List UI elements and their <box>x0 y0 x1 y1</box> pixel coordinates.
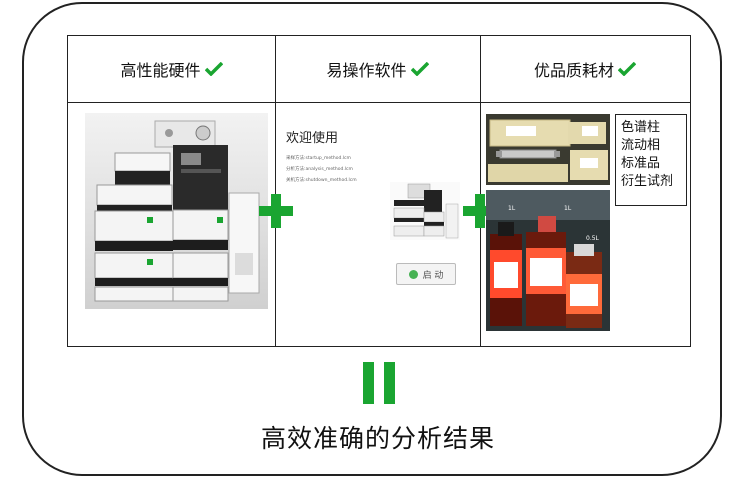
bottle-label: 1L <box>564 205 572 212</box>
method-line: 采样方法:startup_method.lcm <box>286 156 351 161</box>
check-icon <box>618 62 636 76</box>
header-consumables: 优品质耗材 <box>480 36 690 102</box>
header-software-label: 易操作软件 <box>326 61 407 80</box>
check-icon <box>204 62 223 76</box>
consumable-item: 色谱柱 <box>621 120 661 135</box>
result-caption: 高效准确的分析结果 <box>260 424 495 453</box>
hplc-instrument-image <box>85 113 268 309</box>
plus-icon <box>259 194 293 228</box>
equals-icon <box>363 362 395 404</box>
header-divider <box>68 102 690 103</box>
software-welcome-title: 欢迎使用 <box>286 131 339 146</box>
reagent-bottles-photo: 1L 1L 0.5L <box>486 190 610 331</box>
software-instrument-thumbnail <box>390 182 460 240</box>
plus-icon <box>463 194 497 228</box>
rounded-frame <box>22 2 722 476</box>
header-software: 易操作软件 <box>275 36 480 102</box>
column-divider <box>275 36 276 346</box>
play-icon <box>408 269 418 279</box>
start-button-label: 启 动 <box>422 270 444 281</box>
consumable-item: 衍生试剂 <box>621 174 674 189</box>
bottle-label: 0.5L <box>586 235 600 242</box>
comparison-table: 高性能硬件 易操作软件 优品质耗材 <box>67 35 691 347</box>
bottle-label: 1L <box>508 205 516 212</box>
column-divider <box>480 36 481 346</box>
consumable-item: 标准品 <box>621 156 661 171</box>
consumables-list-box: 色谱柱 流动相 标准品 衍生试剂 <box>615 114 687 206</box>
header-hardware: 高性能硬件 <box>68 36 275 102</box>
method-line: 关机方法:shutdown_method.lcm <box>286 178 357 183</box>
method-line: 分析方法:analysis_method.lcm <box>286 167 353 172</box>
header-hardware-label: 高性能硬件 <box>120 61 201 80</box>
header-consumables-label: 优品质耗材 <box>533 61 614 80</box>
consumable-item: 流动相 <box>621 138 661 153</box>
check-icon <box>410 62 429 76</box>
start-button[interactable]: 启 动 <box>396 263 456 285</box>
chromatography-column-photo <box>486 114 610 185</box>
